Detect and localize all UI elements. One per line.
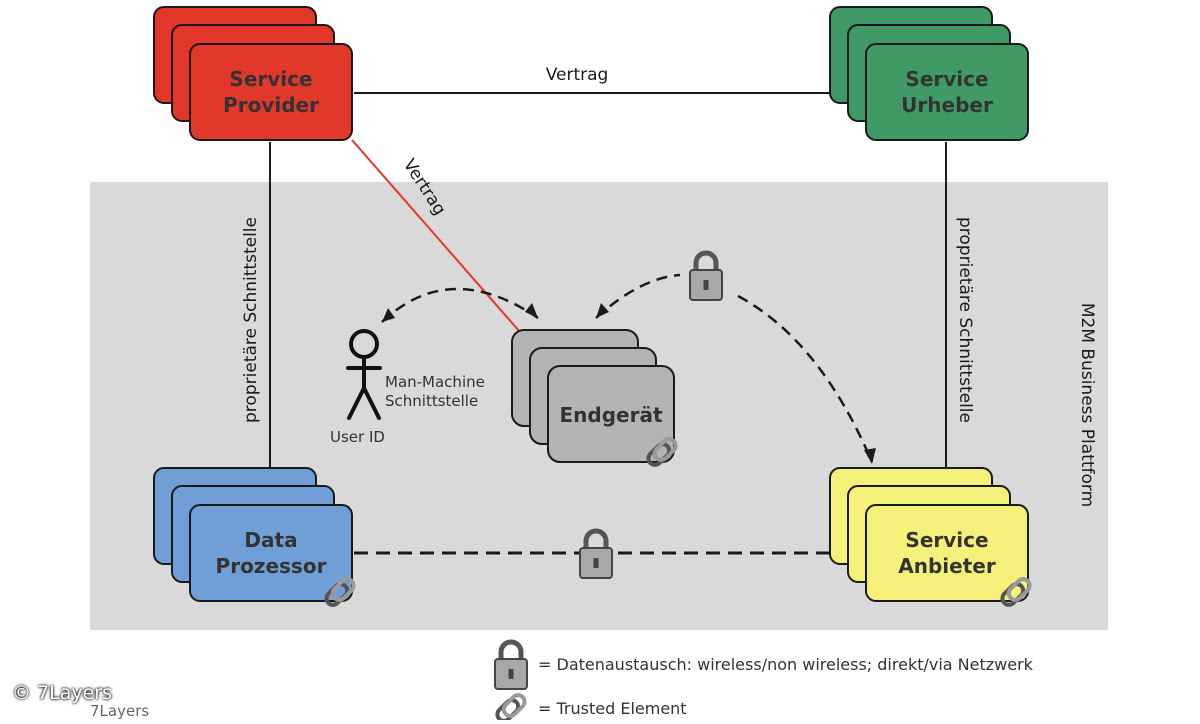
service-anbieter-node: Service Anbieter: [829, 467, 1035, 610]
contract-label-top: Vertrag: [546, 65, 609, 85]
legend-chain-icon: [492, 690, 530, 724]
data-prozessor-label-line1: Data: [244, 528, 297, 552]
service-provider-node: Service Provider: [153, 6, 353, 141]
mmi-arc: [381, 287, 539, 323]
service-urheber-node: Service Urheber: [829, 6, 1029, 141]
secure-arc-right: [737, 294, 874, 463]
endgeraet-label: Endgerät: [559, 403, 662, 427]
platform-label: M2M Business Plattform: [1077, 303, 1097, 507]
service-provider-label-line2: Provider: [223, 93, 319, 117]
interface-label-right: proprietäre Schnittstelle: [955, 217, 975, 423]
legend-lock-icon: [495, 642, 527, 689]
service-anbieter-label-line2: Anbieter: [898, 554, 996, 578]
legend-lock-text: = Datenaustausch: wireless/non wireless;…: [538, 655, 1034, 674]
endgeraet-node: Endgerät: [511, 329, 681, 470]
service-anbieter-label-line1: Service: [905, 528, 988, 552]
mmi-label-line2: Schnittstelle: [385, 392, 478, 410]
user-figure-icon: [346, 329, 382, 420]
user-id-label: User ID: [330, 428, 385, 446]
mmi-arrow-left: [382, 308, 395, 322]
contract-line-diagonal: [351, 139, 521, 333]
copyright-watermark: © 7Layers: [12, 682, 113, 704]
service-urheber-label-line2: Urheber: [901, 93, 993, 117]
service-provider-label-line1: Service: [229, 67, 312, 91]
secure-arrow-left: [596, 303, 609, 318]
secure-arrow-right: [864, 448, 876, 464]
data-prozessor-node: Data Prozessor: [153, 467, 359, 610]
mmi-label-line1: Man-Machine: [385, 373, 485, 391]
legend-chain-text: = Trusted Element: [538, 699, 687, 718]
service-urheber-label-line1: Service: [905, 67, 988, 91]
mmi-arrow-right: [525, 303, 538, 318]
data-prozessor-label-line2: Prozessor: [216, 554, 327, 578]
copyright-faint-watermark: 7Layers: [90, 702, 150, 720]
interface-label-left: proprietäre Schnittstelle: [241, 217, 261, 423]
